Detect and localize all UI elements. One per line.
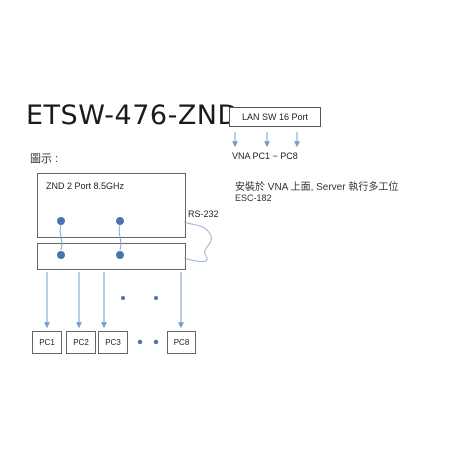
lan-switch-label: LAN SW 16 Port	[241, 112, 309, 122]
pc-box-8: PC8	[167, 331, 196, 354]
port-dot-1	[57, 217, 65, 225]
port-dot-4	[116, 251, 124, 259]
vna-label: VNA PC1 ~ PC8	[232, 151, 298, 161]
znd-device-box	[37, 173, 186, 238]
pc-label: PC3	[105, 338, 121, 347]
ellipsis-dot	[154, 296, 158, 300]
pc-label: PC8	[173, 338, 190, 347]
subtitle: 圖示 :	[30, 153, 59, 165]
diagram-title: ETSW-476-ZND	[26, 100, 239, 131]
port-dot-2	[116, 217, 124, 225]
port-dot-3	[57, 251, 65, 259]
port-cable-2	[118, 224, 122, 251]
port-cable-1	[59, 224, 63, 251]
rs232-cable	[183, 221, 212, 262]
note-line-1: 安裝於 VNA 上面, Server 執行多工位	[235, 182, 399, 193]
znd-device-label: ZND 2 Port 8.5GHz	[46, 181, 125, 191]
note-line-2: ESC-182	[235, 193, 272, 203]
pc-label: PC2	[73, 338, 89, 347]
lan-switch-box: LAN SW 16 Port	[229, 107, 321, 127]
ellipsis-dot	[137, 339, 143, 345]
pc-box-3: PC3	[98, 331, 128, 354]
pc-box-1: PC1	[32, 331, 62, 354]
rs232-label: RS-232	[188, 209, 219, 219]
pc-label: PC1	[39, 338, 55, 347]
pc-box-2: PC2	[66, 331, 96, 354]
ellipsis-dot	[153, 339, 159, 345]
ellipsis-dot	[121, 296, 125, 300]
